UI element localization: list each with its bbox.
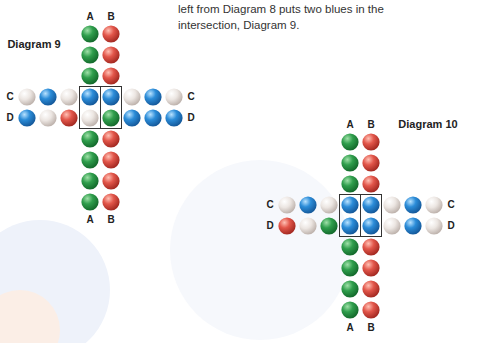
ball [278, 217, 295, 234]
ball [102, 46, 119, 63]
ball [383, 217, 400, 234]
intersection-box [80, 87, 101, 129]
ball [362, 301, 379, 318]
ball [341, 175, 358, 192]
ball [341, 280, 358, 297]
ball [425, 217, 442, 234]
background-blob [170, 160, 350, 340]
ball [341, 301, 358, 318]
intersection-box [361, 195, 382, 237]
ball [362, 196, 379, 213]
ball [299, 217, 316, 234]
ball [39, 109, 56, 126]
axis-letter: C [187, 91, 194, 103]
ball [341, 196, 358, 213]
ball [81, 193, 98, 210]
ball [425, 196, 442, 213]
caption-text: left from Diagram 8 puts two blues in th… [178, 2, 428, 33]
ball [123, 109, 140, 126]
diagram-name: Diagram 10 [398, 118, 457, 131]
ball [81, 46, 98, 63]
ball [278, 196, 295, 213]
ball [320, 217, 337, 234]
ball [102, 172, 119, 189]
ball [102, 130, 119, 147]
ball [341, 238, 358, 255]
ball [102, 109, 119, 126]
axis-letter: B [367, 322, 374, 334]
ball [404, 217, 421, 234]
diagram-name: Diagram 9 [7, 38, 60, 51]
ball [39, 88, 56, 105]
axis-letter: D [6, 112, 13, 124]
ball [144, 88, 161, 105]
ball [165, 88, 182, 105]
ball [102, 25, 119, 42]
axis-letter: B [107, 214, 114, 226]
ball [102, 67, 119, 84]
ball [165, 109, 182, 126]
axis-letter: A [86, 214, 93, 226]
ball [362, 133, 379, 150]
ball [404, 196, 421, 213]
ball [144, 109, 161, 126]
axis-letter: A [346, 119, 353, 131]
ball [102, 193, 119, 210]
axis-letter: C [266, 199, 273, 211]
axis-letter: A [86, 11, 93, 23]
ball [362, 175, 379, 192]
ball [362, 280, 379, 297]
axis-letter: B [367, 119, 374, 131]
ball [60, 109, 77, 126]
ball [320, 196, 337, 213]
ball [341, 133, 358, 150]
ball [81, 151, 98, 168]
ball [81, 130, 98, 147]
ball [341, 259, 358, 276]
ball [362, 238, 379, 255]
axis-letter: D [266, 220, 273, 232]
ball [383, 196, 400, 213]
ball [81, 172, 98, 189]
ball [102, 88, 119, 105]
axis-letter: C [447, 199, 454, 211]
axis-letter: B [107, 11, 114, 23]
ball [18, 88, 35, 105]
ball [299, 196, 316, 213]
ball [362, 154, 379, 171]
axis-letter: A [346, 322, 353, 334]
ball [81, 109, 98, 126]
ball [18, 109, 35, 126]
axis-letter: C [6, 91, 13, 103]
ball [341, 154, 358, 171]
ball [362, 259, 379, 276]
ball [341, 217, 358, 234]
background-blob [0, 290, 60, 343]
intersection-box [101, 87, 122, 129]
intersection-box [340, 195, 361, 237]
ball [81, 88, 98, 105]
ball [81, 25, 98, 42]
ball [60, 88, 77, 105]
axis-letter: D [187, 112, 194, 124]
axis-letter: D [447, 220, 454, 232]
ball [102, 151, 119, 168]
ball [123, 88, 140, 105]
ball [81, 67, 98, 84]
ball [362, 217, 379, 234]
